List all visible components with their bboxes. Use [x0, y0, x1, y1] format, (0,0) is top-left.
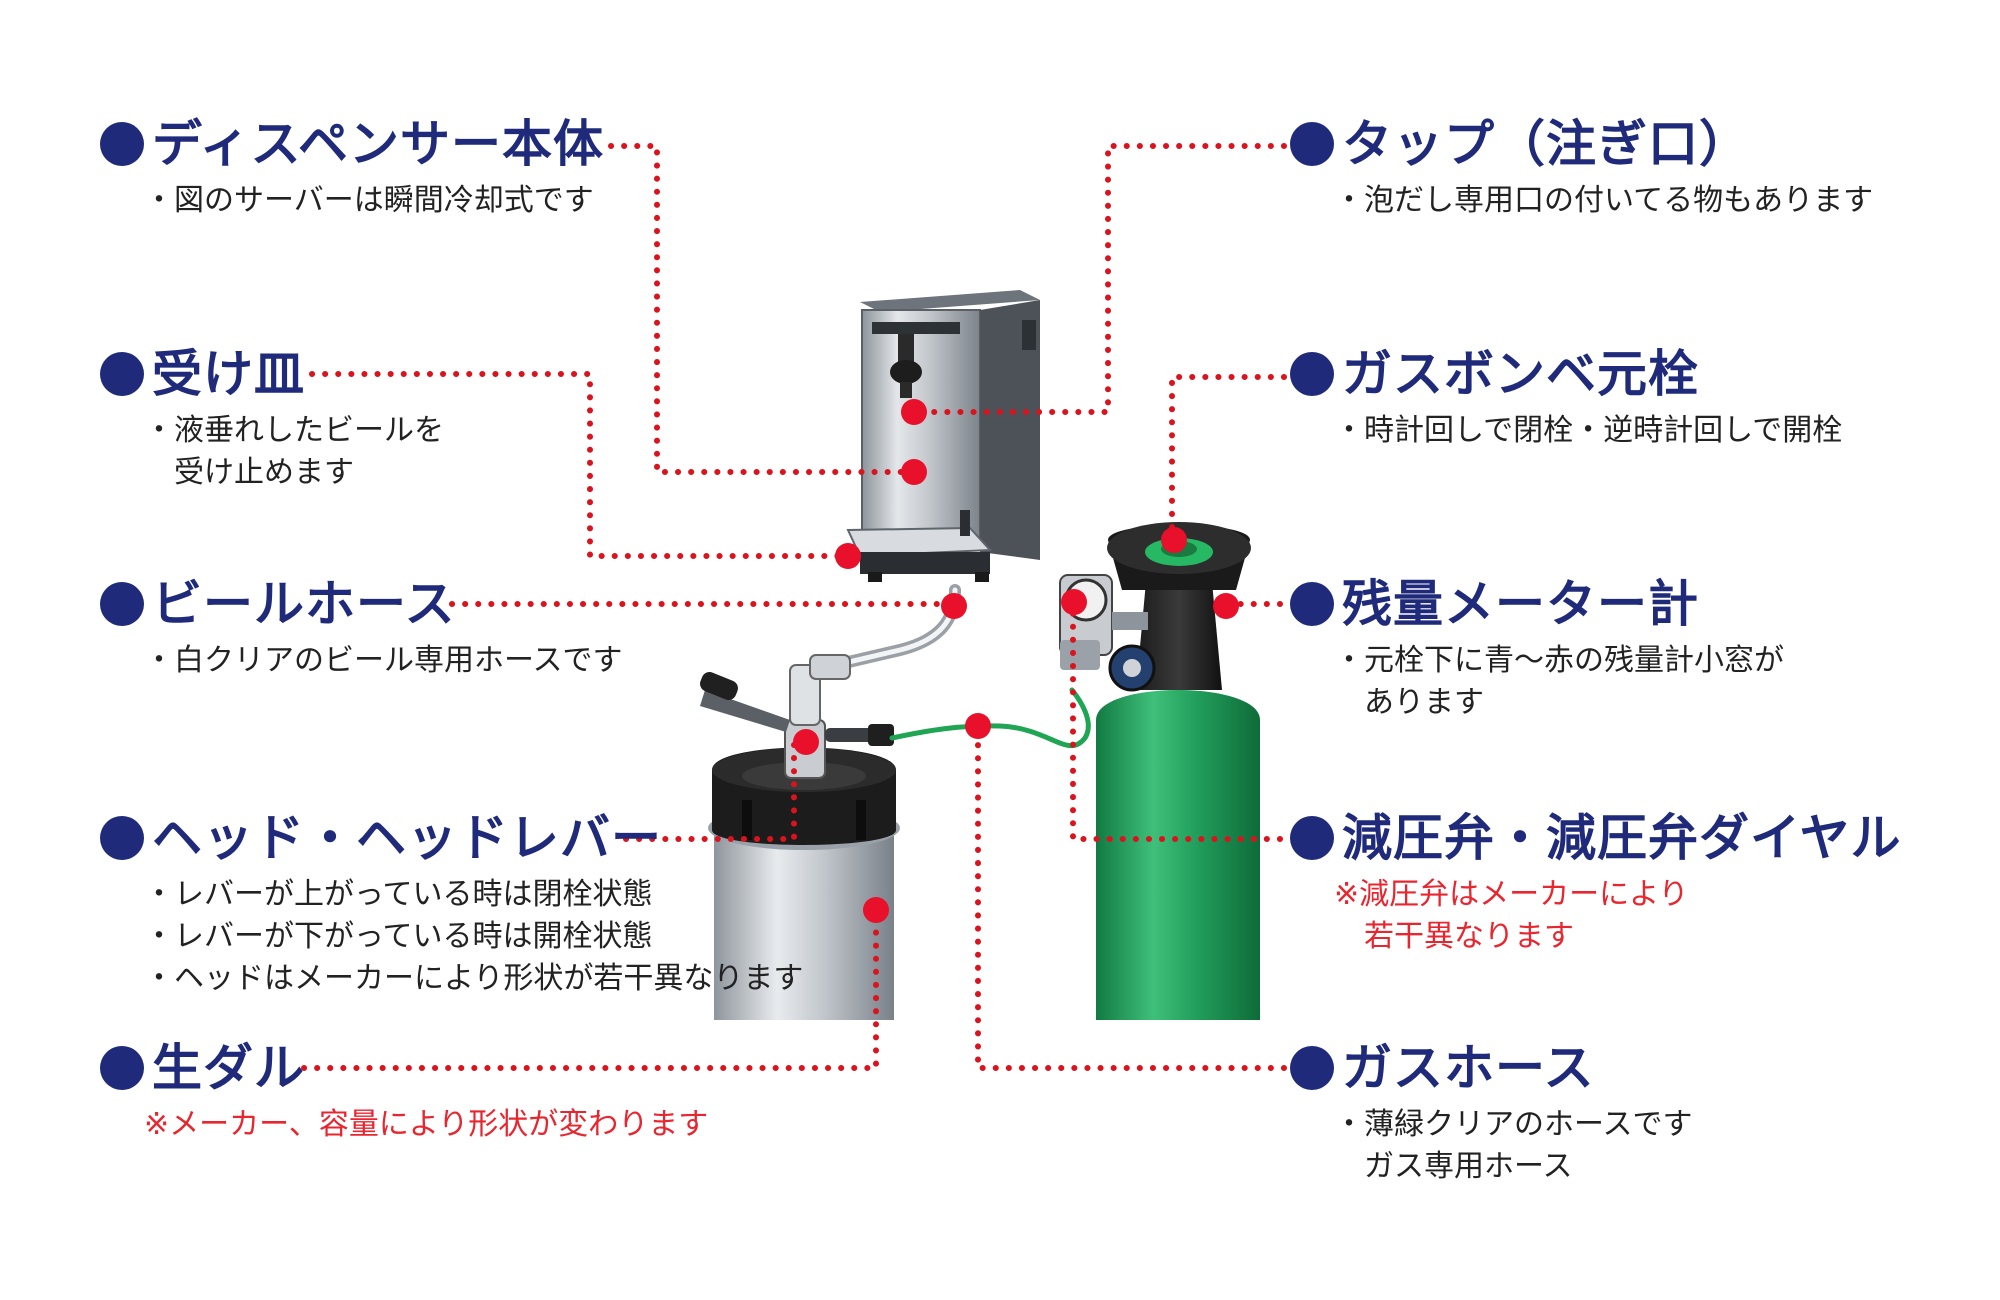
leader-lines — [301, 143, 1287, 1071]
callout-note: 若干異なります — [1334, 919, 1574, 954]
callout-head-lever: ヘッド・ヘッドレバー ・レバーが上がっている時は閉栓状態 ・レバーが下がっている… — [100, 808, 803, 1000]
bullet-icon — [100, 1046, 144, 1090]
leader-regulator — [1070, 599, 1283, 842]
callout-text: 受け止めます — [144, 455, 354, 490]
callout-title: 残量メーター計 — [1342, 575, 1699, 633]
endpoint-beer-hose — [941, 593, 967, 619]
leader-tap — [909, 143, 1287, 415]
callout-text: ・レバーが下がっている時は開栓状態 — [144, 919, 653, 954]
bullet-icon — [1290, 1046, 1334, 1090]
callout-text: ・元栓下に青～赤の残量計小窓が — [1334, 643, 1784, 678]
callout-title: ディスペンサー本体 — [152, 115, 604, 173]
bullet-icon — [1290, 122, 1334, 166]
callout-title: ガスボンベ元栓 — [1342, 345, 1699, 403]
callout-meter: 残量メーター計 ・元栓下に青～赤の残量計小窓が あります — [1290, 574, 1784, 724]
bullet-icon — [1290, 582, 1334, 626]
callout-title: ビールホース — [152, 575, 456, 633]
callout-gas-hose: ガスホース ・薄緑クリアのホースです ガス専用ホース — [1290, 1038, 1693, 1188]
endpoint-tap — [901, 399, 927, 425]
callout-text: ・泡だし専用口の付いてる物もあります — [1334, 183, 1874, 218]
endpoint-drip-tray — [835, 543, 861, 569]
callout-title: ヘッド・ヘッドレバー — [152, 809, 662, 867]
endpoint-head-lever — [793, 729, 819, 755]
endpoint-regulator — [1061, 589, 1087, 615]
leader-dispenser — [608, 143, 916, 475]
callout-main-valve: ガスボンベ元栓 ・時計回しで閉栓・逆時計回しで開栓 — [1290, 344, 1842, 452]
callout-text: ・図のサーバーは瞬間冷却式です — [144, 183, 594, 218]
callout-tap: タップ（注ぎ口） ・泡だし専用口の付いてる物もあります — [1290, 114, 1873, 222]
callout-text: ・薄緑クリアのホースです — [1334, 1107, 1693, 1142]
endpoint-main-valve — [1161, 527, 1187, 553]
tap-faucet — [890, 334, 922, 398]
callout-dispenser: ディスペンサー本体 ・図のサーバーは瞬間冷却式です — [100, 114, 604, 222]
callout-text: ・液垂れしたビールを — [144, 413, 444, 448]
callout-title: 生ダル — [152, 1039, 305, 1097]
keg-head-and-lever — [700, 654, 894, 779]
gas-cylinder — [1096, 522, 1260, 1020]
endpoint-dispenser — [901, 459, 927, 485]
callout-text: ガス専用ホース — [1334, 1149, 1573, 1184]
leader-main-valve — [1169, 374, 1287, 543]
callout-title: ガスホース — [1342, 1039, 1595, 1097]
callout-text: ・時計回しで閉栓・逆時計回しで開栓 — [1334, 413, 1843, 448]
callout-drip-tray: 受け皿 ・液垂れしたビールを 受け止めます — [100, 344, 444, 494]
leader-head-lever — [623, 737, 797, 842]
leader-drip-tray — [309, 371, 848, 559]
endpoint-keg — [863, 897, 889, 923]
bullet-icon — [100, 122, 144, 166]
callout-beer-hose: ビールホース ・白クリアのビール専用ホースです — [100, 574, 623, 682]
gas-hose-line — [889, 687, 1091, 749]
callout-text: ・白クリアのビール専用ホースです — [144, 643, 623, 678]
callout-text: ・ヘッドはメーカーにより形状が若干異なります — [144, 961, 804, 996]
callout-title: タップ（注ぎ口） — [1342, 115, 1750, 173]
bullet-icon — [100, 352, 144, 396]
callout-title: 受け皿 — [152, 345, 305, 403]
bullet-icon — [1290, 816, 1334, 860]
callout-regulator: 減圧弁・減圧弁ダイヤル ※減圧弁はメーカーにより 若干異なります — [1290, 808, 1902, 958]
callout-title: 減圧弁・減圧弁ダイヤル — [1342, 809, 1902, 867]
beer-keg — [708, 747, 900, 1020]
callout-keg: 生ダル ※メーカー、容量により形状が変わります — [100, 1038, 708, 1146]
endpoint-gas-hose — [965, 713, 991, 739]
bullet-icon — [100, 582, 144, 626]
dispenser-body — [860, 290, 1040, 560]
drip-tray — [846, 510, 993, 582]
endpoint-meter — [1213, 593, 1239, 619]
callout-text: ・レバーが上がっている時は閉栓状態 — [144, 877, 653, 912]
bullet-icon — [100, 816, 144, 860]
leader-gas-hose — [975, 722, 1287, 1071]
leader-endpoints — [793, 399, 1239, 923]
callout-note: ※減圧弁はメーカーにより — [1334, 877, 1689, 912]
callout-text: あります — [1334, 685, 1484, 720]
bullet-icon — [1290, 352, 1334, 396]
callout-note: ※メーカー、容量により形状が変わります — [144, 1107, 709, 1142]
